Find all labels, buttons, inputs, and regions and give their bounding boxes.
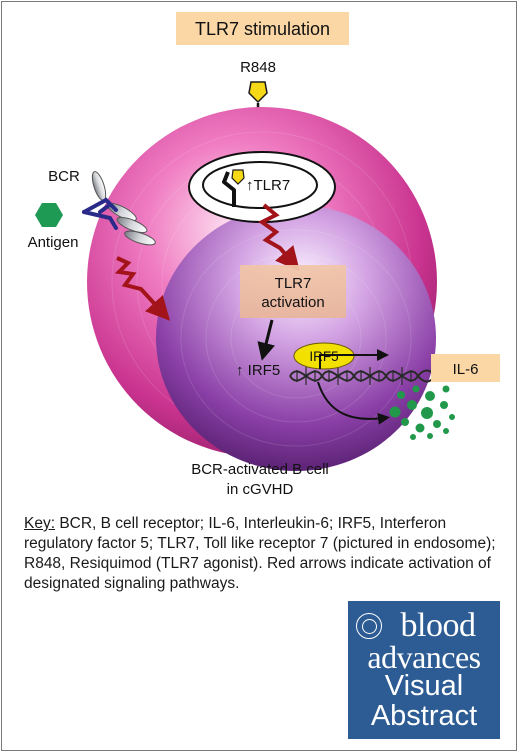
tlr7-receptor-icon — [222, 171, 236, 207]
il6-secretion-arrow — [317, 381, 390, 425]
key-label: Key: — [24, 515, 56, 532]
tlr7-activation-label-2: activation — [261, 294, 324, 311]
tlr7-activation-label-1: TLR7 — [275, 275, 312, 292]
logo-line-2: advances — [367, 639, 481, 675]
logo-line-4: Abstract — [370, 700, 478, 732]
tlr7-activation-box — [240, 265, 346, 318]
key-text: BCR, B cell receptor; IL-6, Interleukin-… — [24, 515, 496, 592]
title-text: TLR7 stimulation — [195, 19, 330, 39]
bcr-receptor-icon — [82, 171, 156, 246]
society-seal-icon — [356, 613, 382, 639]
figure-key: Key: BCR, B cell receptor; IL-6, Interle… — [24, 514, 502, 594]
bcr-label: BCR — [48, 168, 80, 185]
activation-to-irf5-arrow — [257, 319, 275, 361]
diagram-canvas: TLR7 stimulation R848 ↑TLR7 TLR7 activat… — [28, 12, 500, 498]
antigen-icon — [35, 203, 63, 227]
endosome-inner — [202, 161, 318, 209]
irf5-transcription-arrow — [319, 349, 389, 369]
cell-caption-line-2: in cGVHD — [227, 481, 294, 498]
bcr-signal-arrow — [114, 256, 171, 321]
il6-box — [431, 354, 500, 382]
il6-label: IL-6 — [453, 361, 479, 378]
il6-cytokine-dots — [389, 385, 455, 440]
logo-line-1: blood — [400, 607, 476, 644]
ligand-label: R848 — [240, 59, 276, 76]
endosome-ligand-icon — [231, 169, 245, 185]
tlr7-signal-arrow — [258, 203, 300, 272]
journal-logo: blood advances Visual Abstract — [348, 601, 500, 739]
nucleus — [156, 205, 436, 471]
ligand-icon — [248, 81, 268, 104]
irf5-protein-label: IRF5 — [309, 349, 338, 364]
dna-helix — [289, 367, 437, 385]
title-box — [176, 12, 349, 45]
logo-line-3: Visual — [384, 670, 464, 702]
endosome-tlr7-label: ↑TLR7 — [246, 177, 290, 194]
irf5-up-label: ↑ IRF5 — [236, 362, 280, 379]
cell-caption-line-1: BCR-activated B cell — [191, 461, 329, 478]
antigen-label: Antigen — [28, 234, 79, 251]
